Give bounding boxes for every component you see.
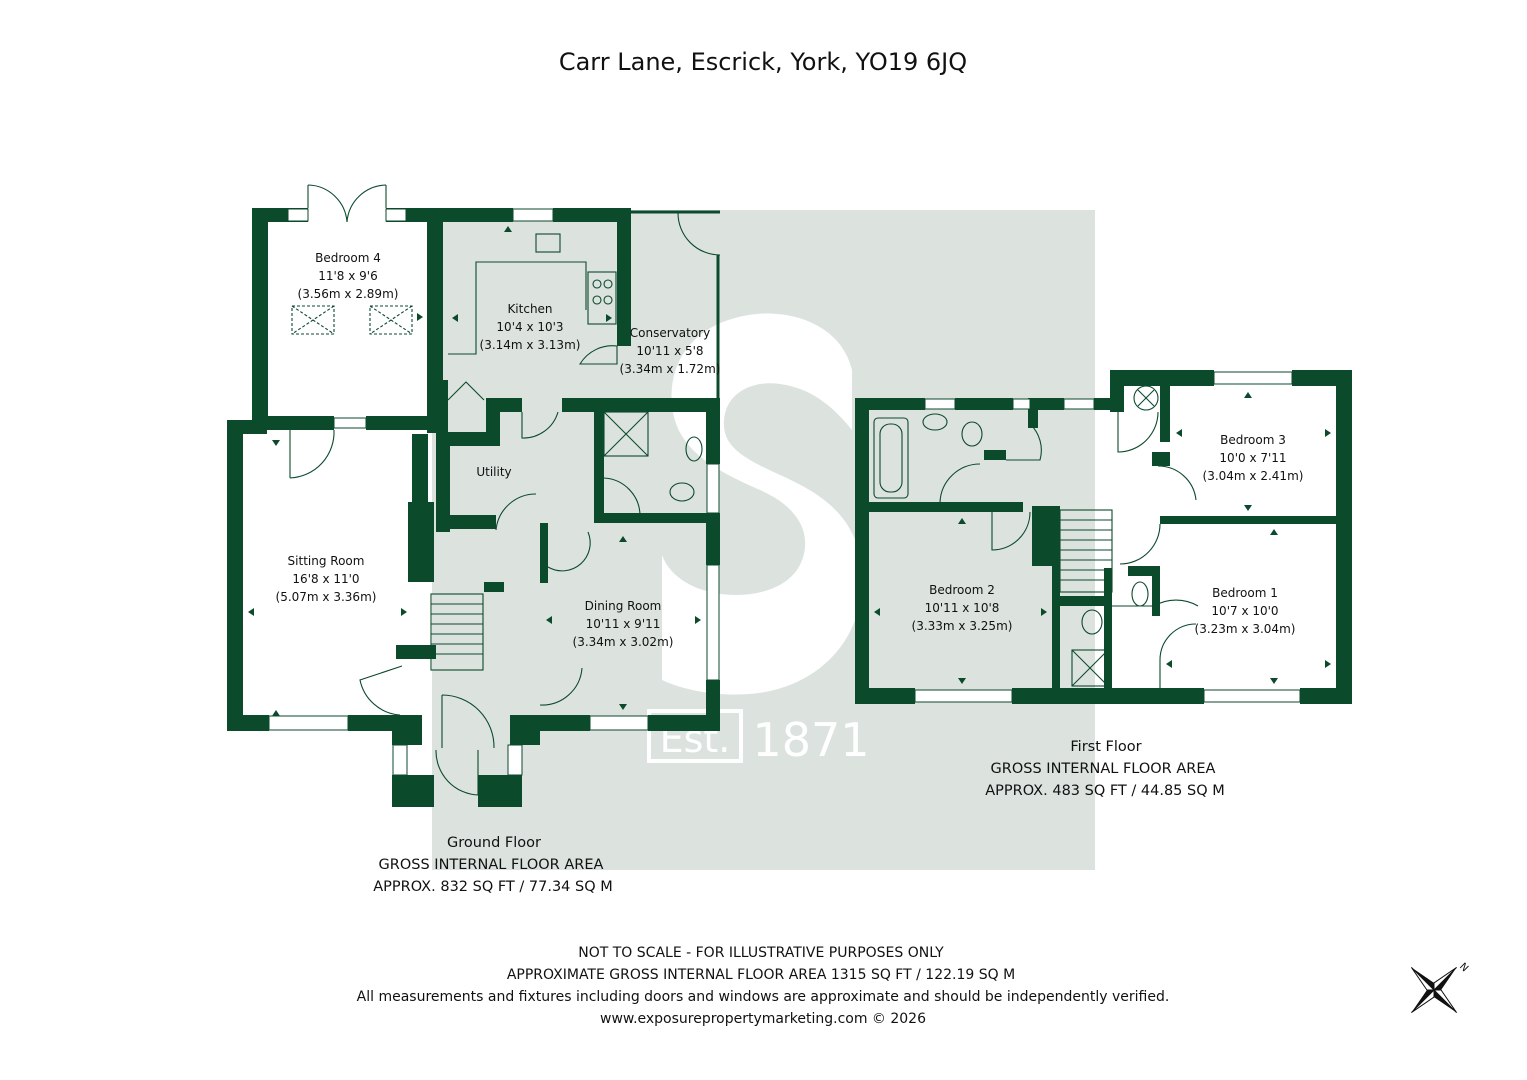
first-floor-walls [855,370,1352,704]
ground-floor-dimension-markers [248,226,701,716]
footer-scale-note: NOT TO SCALE - FOR ILLUSTRATIVE PURPOSES… [578,945,944,961]
basin-icon [685,436,703,462]
room-name-sitting-room: Sitting Room [288,554,365,568]
room-imperial-sitting-room: 16'8 x 11'0 [292,572,359,586]
first-floor-area-value: APPROX. 483 SQ FT / 44.85 SQ M [985,783,1225,799]
room-name-dining-room: Dining Room [585,599,662,613]
first-floor-plan: Bedroom 3 10'0 x 7'11 (3.04m x 2.41m) Be… [855,370,1352,799]
room-metric-sitting-room: (5.07m x 3.36m) [276,590,377,604]
room-imperial-bedroom-2: 10'11 x 10'8 [925,601,1000,615]
staircase-icon [430,593,484,671]
ground-floor-area-title: GROSS INTERNAL FLOOR AREA [379,857,604,873]
room-metric-bedroom-1: (3.23m x 3.04m) [1195,622,1296,636]
room-imperial-bedroom-1: 10'7 x 10'0 [1211,604,1278,618]
first-floor-dimension-markers [874,392,1331,684]
room-imperial-conservatory: 10'11 x 5'8 [636,344,703,358]
room-imperial-dining-room: 10'11 x 9'11 [586,617,661,631]
first-floor-fixtures [873,385,1159,687]
room-metric-conservatory: (3.34m x 1.72m) [620,362,721,376]
watermark-year-text: 1871 [752,713,869,767]
first-floor-windows [914,371,1301,703]
room-metric-bedroom-2: (3.33m x 3.25m) [912,619,1013,633]
footer-website: www.exposurepropertymarketing.com © 2026 [600,1011,926,1027]
boiler-icon [1133,385,1159,411]
ground-floor-doors [289,184,721,796]
watermark-est-box [647,709,743,763]
first-floor-doors [939,411,1199,690]
room-metric-kitchen: (3.14m x 3.13m) [480,338,581,352]
basin-icon [922,413,948,431]
footer-disclaimer: All measurements and fixtures including … [357,989,1170,1005]
compass-rose-icon [1410,966,1458,1014]
room-name-conservatory: Conservatory [630,326,710,340]
room-imperial-kitchen: 10'4 x 10'3 [496,320,563,334]
hob-icon [587,271,617,325]
shower-tray-icon [603,411,649,457]
ground-floor-plan: Bedroom 4 11'8 x 9'6 (3.56m x 2.89m) Kit… [227,184,721,895]
toilet-icon [1131,581,1149,607]
sink-icon [535,233,561,253]
room-imperial-bedroom-3: 10'0 x 7'11 [1219,451,1286,465]
ground-floor-label: Ground Floor [447,835,541,851]
footer-notes: NOT TO SCALE - FOR ILLUSTRATIVE PURPOSES… [357,945,1170,1027]
skylight-icon [291,305,335,335]
first-floor-area-title: GROSS INTERNAL FLOOR AREA [991,761,1216,777]
basin-icon [1081,609,1103,635]
ground-floor-area-value: APPROX. 832 SQ FT / 77.34 SQ M [373,879,613,895]
ground-floor-room-labels: Bedroom 4 11'8 x 9'6 (3.56m x 2.89m) Kit… [276,251,721,649]
compass-north-label: N [1457,961,1470,974]
property-address-title: Carr Lane, Escrick, York, YO19 6JQ [559,48,967,76]
toilet-icon [961,421,983,447]
room-imperial-bedroom-4: 11'8 x 9'6 [318,269,378,283]
toilet-icon [669,482,695,502]
ground-floor-windows [268,208,720,776]
room-name-kitchen: Kitchen [507,302,552,316]
room-metric-dining-room: (3.34m x 3.02m) [573,635,674,649]
room-name-bedroom-4: Bedroom 4 [315,251,381,265]
ground-floor-fixtures [291,233,703,671]
footer-total-area: APPROXIMATE GROSS INTERNAL FLOOR AREA 13… [507,967,1015,983]
room-metric-bedroom-3: (3.04m x 2.41m) [1203,469,1304,483]
room-name-bedroom-3: Bedroom 3 [1220,433,1286,447]
first-floor-room-labels: Bedroom 3 10'0 x 7'11 (3.04m x 2.41m) Be… [912,433,1304,636]
skylight-icon [369,305,413,335]
first-floor-label: First Floor [1070,739,1141,755]
bath-icon [873,417,909,499]
room-metric-bedroom-4: (3.56m x 2.89m) [298,287,399,301]
room-name-bedroom-2: Bedroom 2 [929,583,995,597]
staircase-icon [1059,509,1113,593]
shower-tray-icon [1071,649,1109,687]
room-name-bedroom-1: Bedroom 1 [1212,586,1278,600]
room-name-utility: Utility [476,465,511,479]
